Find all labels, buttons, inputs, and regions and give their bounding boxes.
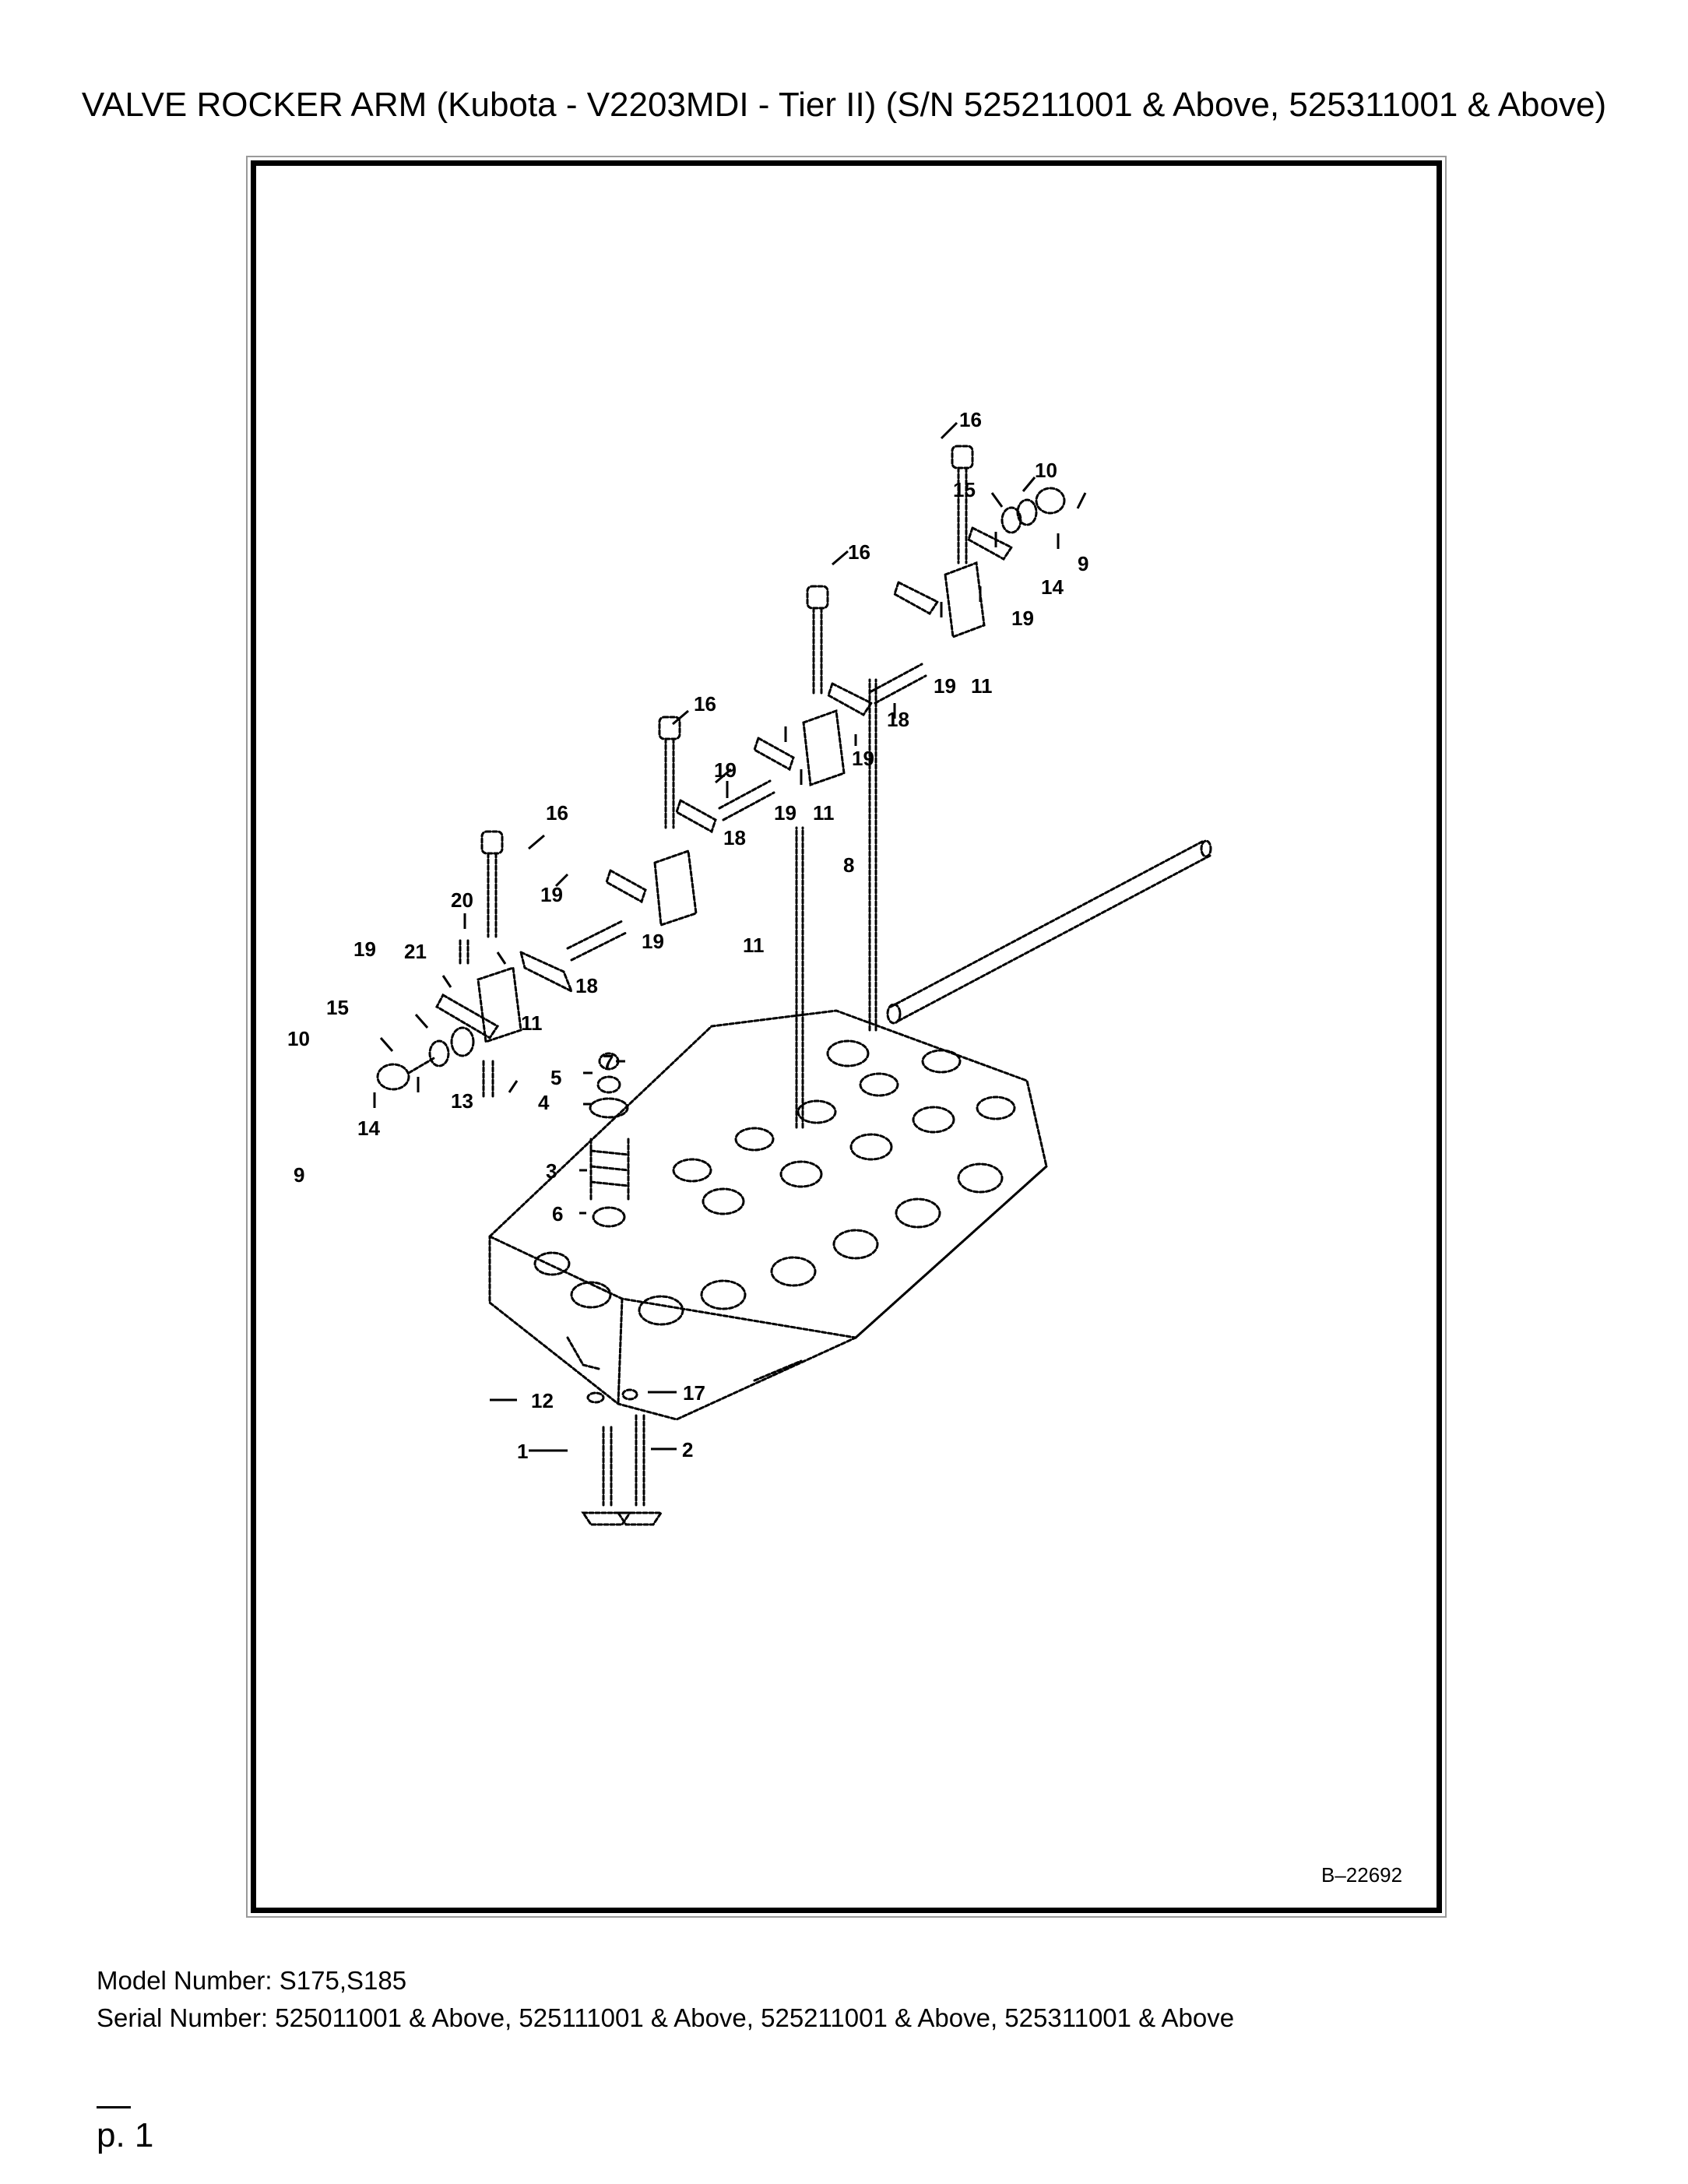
callout-16-b: 16 <box>848 540 870 564</box>
callout-16-c: 16 <box>694 692 716 716</box>
callout-9-a: 9 <box>1078 552 1088 575</box>
callout-19-a: 19 <box>1011 607 1034 630</box>
callout-18-a: 18 <box>887 708 909 731</box>
callout-13: 13 <box>451 1089 473 1113</box>
diagram-frame-outer <box>246 156 1447 1918</box>
valve-spring-illustration <box>589 1052 630 1228</box>
rocker-shaft-illustration <box>886 839 1212 1025</box>
diagram-frame <box>251 160 1442 1913</box>
callout-20: 20 <box>451 888 473 912</box>
callout-5: 5 <box>550 1066 561 1089</box>
callout-9-b: 9 <box>294 1163 304 1187</box>
page-divider <box>97 2106 131 2108</box>
document-info: Model Number: S175,S185 Serial Number: 5… <box>97 1962 1234 2037</box>
rocker-arm-illustrations <box>434 526 1014 1040</box>
callout-15-b: 15 <box>326 996 349 1019</box>
figure-code: B–22692 <box>1321 1863 1402 1887</box>
callout-4: 4 <box>538 1091 550 1114</box>
valve-illustrations <box>581 1388 663 1526</box>
callout-11-a: 11 <box>971 674 993 698</box>
callout-19-h: 19 <box>353 937 376 961</box>
rocker-spring-illustrations <box>566 663 927 962</box>
callout-12: 12 <box>531 1389 554 1412</box>
callout-11-c: 11 <box>743 934 765 957</box>
callout-17: 17 <box>683 1381 705 1405</box>
callout-7: 7 <box>603 1050 614 1074</box>
callout-18-c: 18 <box>575 974 598 997</box>
callout-14-b: 14 <box>357 1117 380 1140</box>
cylinder-head-illustration <box>488 1009 1048 1421</box>
serial-number-line: Serial Number: 525011001 & Above, 525111… <box>97 2003 1235 2032</box>
callout-19-c: 19 <box>852 747 874 770</box>
callout-1: 1 <box>517 1440 528 1463</box>
callout-11-b: 11 <box>813 801 835 825</box>
exploded-parts-diagram: 16 10 15 9 14 19 19 11 16 18 19 16 19 19… <box>256 166 1437 1908</box>
callout-3: 3 <box>546 1159 557 1183</box>
callout-21: 21 <box>404 940 427 963</box>
rocker-bracket-illustrations <box>477 561 986 1044</box>
callout-6: 6 <box>552 1202 563 1226</box>
callout-8: 8 <box>843 853 854 877</box>
callout-10-b: 10 <box>287 1027 310 1050</box>
callout-19-g: 19 <box>642 930 664 953</box>
callout-19-b: 19 <box>934 674 956 698</box>
callout-18-b: 18 <box>723 826 746 849</box>
callout-11-d: 11 <box>521 1011 543 1035</box>
push-rod-illustrations <box>795 678 877 1129</box>
callout-2: 2 <box>682 1438 693 1461</box>
shaft-end-parts-illustration <box>376 487 1066 1091</box>
callout-19-f: 19 <box>540 883 563 906</box>
callout-16-d: 16 <box>546 801 568 825</box>
callout-15-a: 15 <box>953 478 976 501</box>
callout-19-e: 19 <box>774 801 797 825</box>
page-title: VALVE ROCKER ARM (Kubota - V2203MDI - Ti… <box>81 86 1607 124</box>
callout-14-a: 14 <box>1041 575 1064 599</box>
callout-10-a: 10 <box>1035 459 1057 482</box>
callout-16-a: 16 <box>959 408 982 431</box>
callout-19-d: 19 <box>714 758 737 782</box>
model-number-line: Model Number: S175,S185 <box>97 1966 407 1995</box>
stud-bolt-illustrations <box>459 445 974 1098</box>
page-number: p. 1 <box>97 2116 154 2154</box>
